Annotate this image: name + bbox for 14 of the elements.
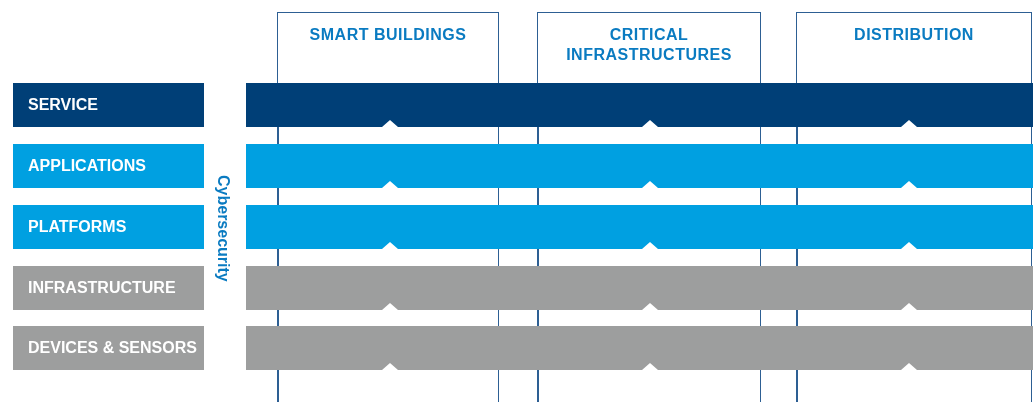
layer-bar — [246, 266, 1033, 310]
layer-label: INFRASTRUCTURE — [13, 266, 204, 310]
layer-label: PLATFORMS — [13, 205, 204, 249]
layer-bar — [246, 326, 1033, 370]
layer-label: SERVICE — [13, 83, 204, 127]
column-heading: DISTRIBUTION — [853, 25, 975, 45]
vertical-label: Cybersecurity — [214, 173, 233, 284]
layer-label: APPLICATIONS — [13, 144, 204, 188]
layer-label: DEVICES & SENSORS — [13, 326, 204, 370]
column-heading: CRITICAL INFRASTRUCTURES — [565, 25, 733, 65]
column-heading: SMART BUILDINGS — [308, 25, 468, 45]
layer-bar — [246, 83, 1033, 127]
layer-bar — [246, 205, 1033, 249]
layer-bar — [246, 144, 1033, 188]
